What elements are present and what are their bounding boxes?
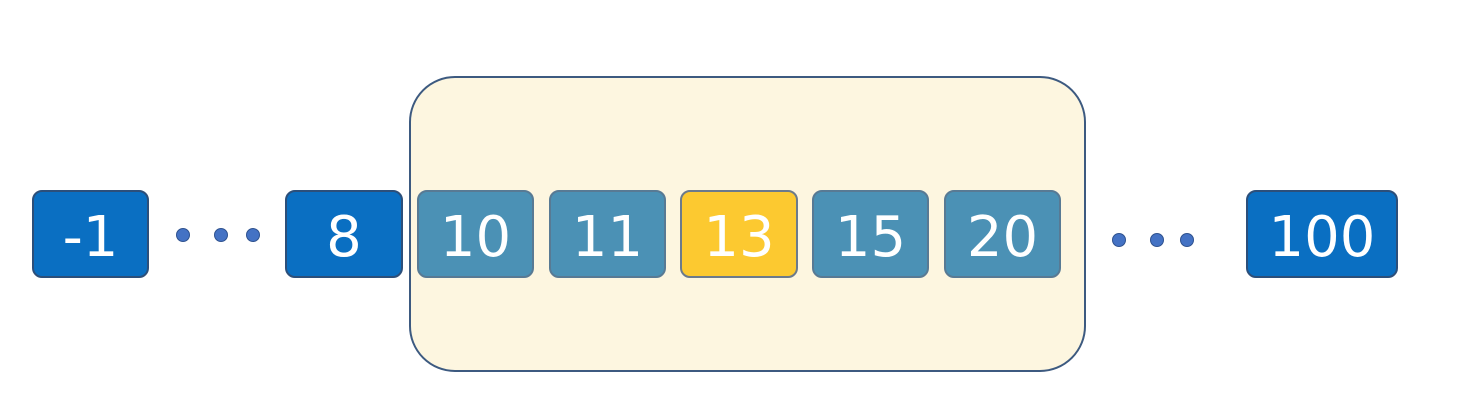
array-cell: 100 bbox=[1246, 190, 1398, 278]
cell-value: 13 bbox=[703, 205, 775, 270]
ellipsis-dot bbox=[1150, 233, 1164, 247]
cell-value: 100 bbox=[1268, 205, 1376, 270]
window-cell: 10 bbox=[417, 190, 534, 278]
cell-value: 10 bbox=[439, 205, 512, 270]
target-cell: 13 bbox=[680, 190, 798, 278]
ellipsis-left bbox=[176, 228, 260, 244]
cell-value: 20 bbox=[966, 205, 1039, 270]
ellipsis-right bbox=[1112, 233, 1196, 249]
ellipsis-dot bbox=[246, 228, 260, 242]
window-cell: 11 bbox=[549, 190, 666, 278]
cell-value: 15 bbox=[834, 205, 907, 270]
cell-value: 11 bbox=[571, 205, 644, 270]
ellipsis-dot bbox=[1180, 233, 1194, 247]
window-cell: 15 bbox=[812, 190, 929, 278]
cell-value: 8 bbox=[326, 205, 362, 270]
ellipsis-dot bbox=[1112, 233, 1126, 247]
array-cell: -1 bbox=[32, 190, 149, 278]
window-cell: 20 bbox=[944, 190, 1061, 278]
ellipsis-dot bbox=[176, 228, 190, 242]
array-cell: 8 bbox=[285, 190, 403, 278]
cell-value: -1 bbox=[62, 205, 119, 270]
ellipsis-dot bbox=[214, 228, 228, 242]
